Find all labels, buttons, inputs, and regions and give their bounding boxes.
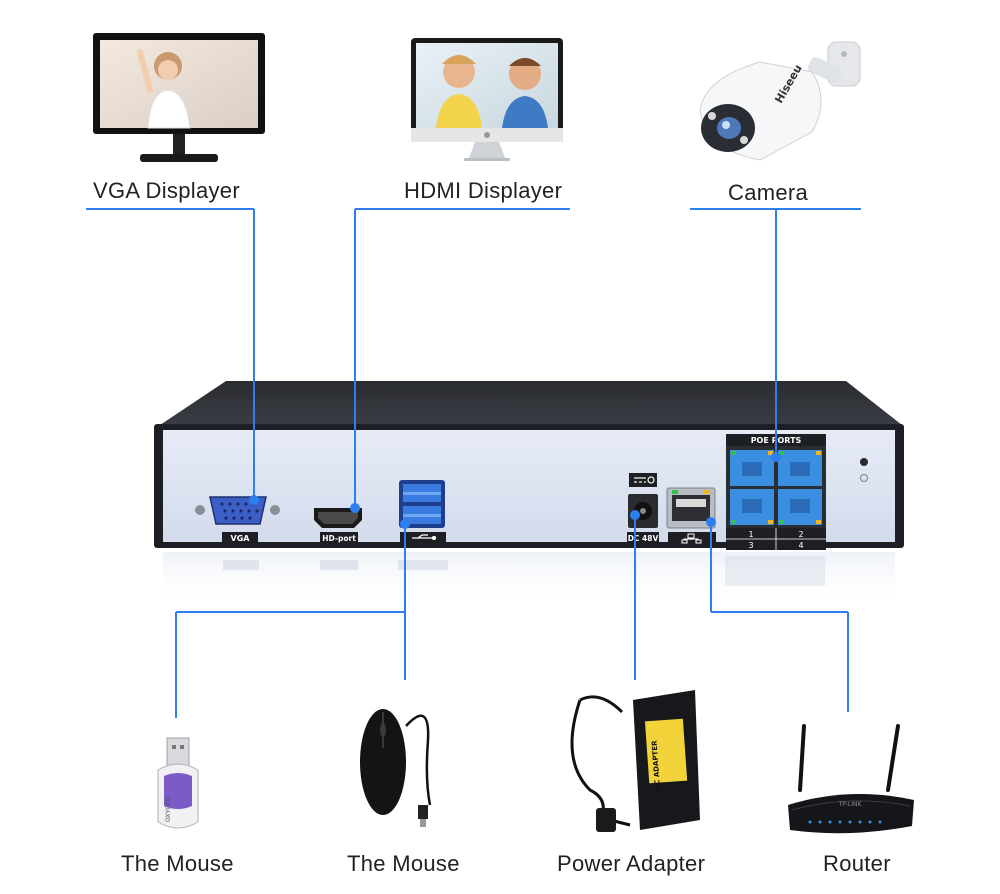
power-adapter-icon: AC ADAPTER — [570, 690, 700, 832]
mouse-label: The Mouse — [347, 851, 460, 876]
router-icon: TP-LINK — [788, 724, 914, 834]
connection-dots — [249, 452, 781, 529]
dc-power-port: DC 48V — [627, 473, 659, 544]
vga-displayer-label: VGA Displayer — [93, 178, 240, 203]
connection-lines — [86, 208, 861, 718]
ground-screw-icon — [860, 474, 868, 482]
vga-port-label: VGA — [231, 534, 251, 543]
network-symbol-icon — [681, 533, 702, 544]
computer-mouse-icon — [360, 709, 432, 827]
dc-port-label: DC 48V — [628, 534, 659, 543]
nvr-device: VGA HD-port — [154, 381, 904, 607]
reset-hole-icon — [860, 458, 868, 466]
vga-port: VGA — [195, 496, 280, 544]
router-label: Router — [823, 851, 891, 876]
usb-drive-label: The Mouse — [121, 851, 234, 876]
usb-ports — [399, 480, 446, 544]
hdmi-port-label: HD-port — [322, 534, 356, 543]
usb-flash-drive-icon: OXYGEN — [157, 737, 199, 829]
power-adapter-label: Power Adapter — [557, 851, 706, 876]
power-adapter-text: AC ADAPTER — [651, 740, 662, 791]
vga-monitor-icon — [93, 33, 265, 162]
poe-port-3-label: 3 — [748, 541, 753, 550]
poe-port-2-label: 2 — [798, 530, 803, 539]
camera-label: Camera — [728, 180, 809, 205]
hdmi-displayer-label: HDMI Displayer — [404, 178, 563, 203]
hdmi-port: HD-port — [314, 508, 362, 544]
hdmi-monitor-icon — [411, 38, 563, 161]
usb-drive-brand-text: OXYGEN — [165, 797, 172, 822]
poe-port-1-label: 1 — [748, 530, 753, 539]
poe-port-4-label: 4 — [798, 541, 803, 550]
dc-symbol-icon — [634, 476, 655, 484]
usb-symbol-icon — [412, 534, 437, 541]
router-brand-text: TP-LINK — [838, 801, 863, 808]
bullet-camera-icon: Hiseeu — [699, 41, 861, 161]
lan-port — [666, 487, 716, 544]
